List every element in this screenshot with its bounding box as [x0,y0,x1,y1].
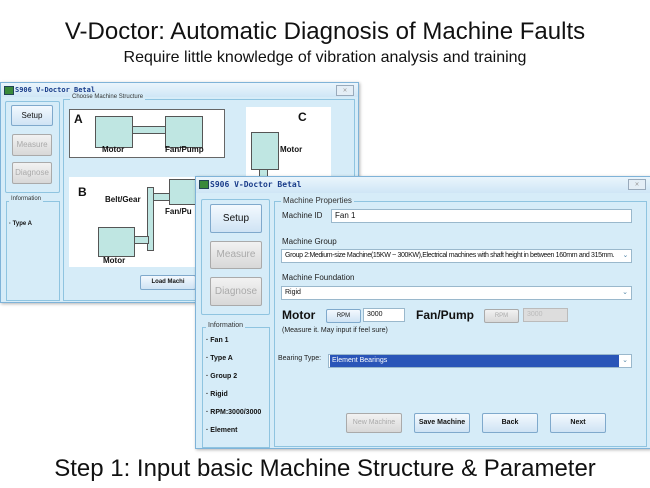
bearing-type-label: Bearing Type: [278,355,322,362]
new-machine-button[interactable]: New Machine [346,413,402,433]
motor-shape [98,227,135,257]
motor-shape [95,116,133,148]
fan-rpm-button[interactable]: RPM [484,309,519,323]
info-item: · Type A [9,221,33,227]
close-button[interactable]: ✕ [336,85,354,96]
measure-button[interactable]: Measure [12,134,52,156]
info-item: · Fan 1 [206,337,229,344]
motor-shape [251,132,279,170]
motor-rpm-button[interactable]: RPM [326,309,361,323]
page-title: V-Doctor: Automatic Diagnosis of Machine… [64,18,586,45]
measure-button[interactable]: Measure [210,241,262,269]
structure-a-option[interactable]: A Motor Fan/Pump [69,109,225,158]
machine-group-label: Machine Group [282,237,337,246]
motor-label: Motor [282,308,316,322]
belt-shape [147,187,154,251]
chevron-down-icon: ⌄ [622,252,628,259]
diagnose-button[interactable]: Diagnose [210,277,262,306]
machine-group-select[interactable]: Group 2:Medium-size Machine(15KW ~ 300KW… [281,249,632,263]
chevron-down-icon: ⌄ [622,357,628,364]
shaft-shape [134,236,149,244]
fan-shape [165,116,203,148]
front-window: S906 V-Doctor Betal ✕ Setup Measure Diagn… [195,176,650,449]
app-icon [4,86,14,95]
info-item: · Group 2 [206,373,238,380]
information-group: Information [202,322,270,448]
machine-id-input[interactable]: Fan 1 [331,209,632,223]
motor-rpm-input[interactable]: 3000 [363,308,405,322]
bearing-type-select[interactable]: Element Bearings⌄ [328,354,632,368]
next-button[interactable]: Next [550,413,606,433]
title-bar: S906 V-Doctor Betal ✕ [1,83,358,97]
diagnose-button[interactable]: Diagnose [12,162,52,184]
machine-id-label: Machine ID [282,211,323,220]
machine-properties-group: Machine Properties [274,196,647,447]
fan-rpm-input[interactable]: 3000 [523,308,568,322]
footer-caption: Step 1: Input basic Machine Structure & … [54,455,596,482]
nav-panel [201,199,270,315]
window-title: S906 V-Doctor Betal [210,180,302,189]
measure-note: (Measure it. May input if feel sure) [282,327,388,334]
info-item: · RPM:3000/3000 [206,409,262,416]
nav-panel [5,101,60,193]
info-item: · Rigid [206,391,228,398]
structure-b-option[interactable]: B Belt/Gear Fan/Pu Motor [69,177,201,267]
machine-foundation-label: Machine Foundation [282,273,355,282]
save-machine-button[interactable]: Save Machine [414,413,470,433]
load-machine-button[interactable]: Load Machi [140,275,196,290]
page-subtitle: Require little knowledge of vibration an… [123,49,527,66]
setup-button[interactable]: Setup [210,204,262,233]
machine-foundation-select[interactable]: Rigid⌄ [281,286,632,300]
fan-pump-label: Fan/Pump [416,308,475,322]
info-item: · Type A [206,355,233,362]
coupling-shape [132,126,167,134]
app-icon [199,180,209,189]
window-title: S906 V-Doctor Betal [15,86,96,94]
information-group: Information [6,196,60,301]
close-button[interactable]: ✕ [628,179,646,190]
setup-button[interactable]: Setup [11,105,53,126]
back-button[interactable]: Back [482,413,538,433]
info-item: · Element [206,427,238,434]
title-bar: S906 V-Doctor Betal ✕ [196,177,650,193]
chevron-down-icon: ⌄ [622,289,628,296]
